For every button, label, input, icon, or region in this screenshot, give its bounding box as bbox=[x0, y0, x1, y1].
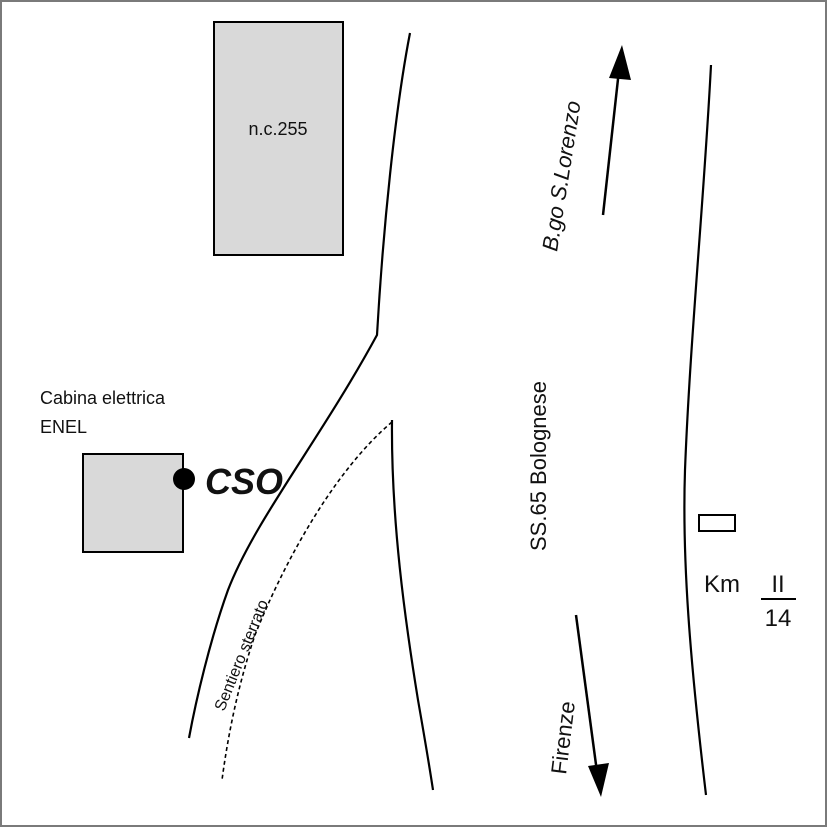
km-marker-post bbox=[698, 514, 736, 532]
road-label: SS.65 Bolognese bbox=[526, 381, 551, 551]
km-denominator: 14 bbox=[765, 605, 792, 632]
north-arrow-shaft bbox=[601, 69, 621, 216]
road-left-edge bbox=[187, 32, 412, 739]
south-arrow-head bbox=[588, 763, 609, 797]
km-prefix: Km bbox=[704, 571, 740, 598]
cso-label: CSO bbox=[205, 461, 283, 502]
cabin-label-line2: ENEL bbox=[40, 417, 87, 437]
cabin-enel bbox=[82, 453, 184, 553]
road-fork-edge bbox=[390, 419, 435, 791]
km-numerator: II bbox=[771, 571, 784, 598]
cso-marker bbox=[173, 468, 195, 490]
cabin-label-line1: Cabina elettrica bbox=[40, 388, 166, 408]
building-label: n.c.255 bbox=[248, 119, 307, 139]
north-arrow-head bbox=[609, 45, 631, 80]
road-right-edge bbox=[683, 64, 713, 796]
south-arrow-shaft bbox=[574, 614, 599, 773]
dirt-trail bbox=[221, 421, 393, 781]
building-nc255 bbox=[213, 21, 344, 256]
